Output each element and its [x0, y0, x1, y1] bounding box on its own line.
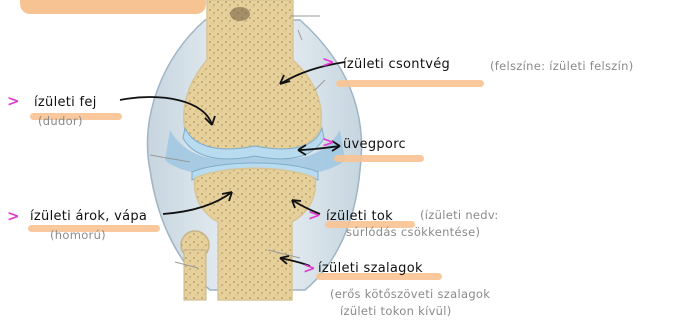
fibula — [181, 231, 209, 300]
note-izuleti-szalagok-2: ízületi tokon kívül) — [340, 306, 452, 318]
note-izuleti-csontveg: (felszíne: ízületi felszín) — [490, 61, 634, 73]
note-izuleti-tok-1: (ízületi nedv: — [420, 210, 499, 222]
arrowhead-right-icon: > — [7, 209, 20, 224]
label-izuleti-csontveg: ízületi csontvég — [343, 58, 450, 71]
label-izuleti-tok: ízületi tok — [326, 210, 393, 223]
label-izuleti-fej: ízületi fej — [34, 96, 97, 109]
note-izuleti-fej: (dudor) — [38, 116, 83, 128]
note-izuleti-arok: (homorú) — [50, 230, 106, 242]
arrowhead-right-icon: > — [322, 135, 335, 150]
label-izuleti-szalagok: ízületi szalagok — [318, 262, 423, 275]
arrowhead-right-icon: > — [303, 261, 316, 276]
arrowhead-right-icon: > — [322, 55, 335, 70]
note-izuleti-szalagok-1: (erős kötőszöveti szalagok — [330, 289, 490, 301]
note-izuleti-tok-2: súrlódás csökkentése) — [346, 227, 480, 239]
highlight-izuleti-csontveg — [336, 80, 484, 87]
label-uvegporc: üvegporc — [343, 138, 406, 151]
label-izuleti-arok: ízületi árok, vápa — [30, 210, 147, 223]
arrowhead-right-icon: > — [308, 208, 321, 223]
highlight-uvegporc — [334, 155, 424, 162]
arrowhead-right-icon: > — [7, 94, 20, 109]
